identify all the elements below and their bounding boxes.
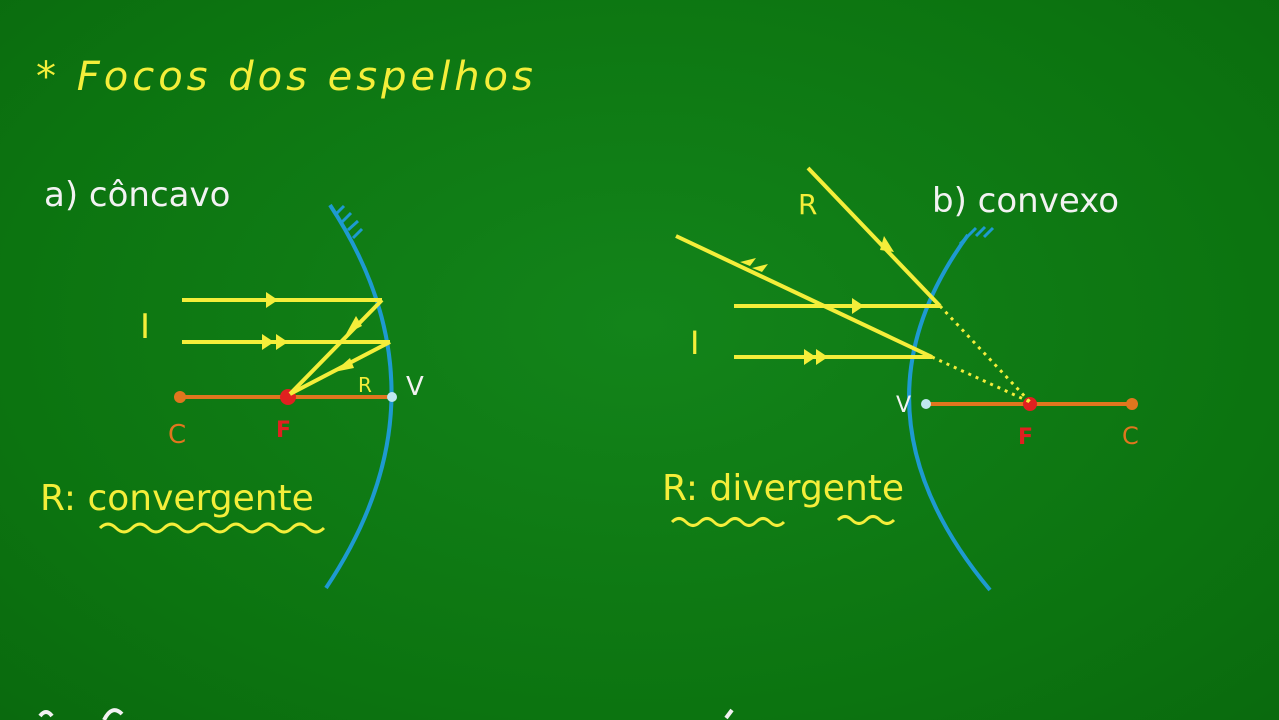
arrow-marker [752, 264, 768, 272]
convex-extension-1 [938, 304, 1032, 404]
convex-answer-underline-2 [836, 515, 896, 525]
arrow-marker [346, 316, 362, 334]
convex-center-label: C [1122, 422, 1139, 450]
concave-heading: a) côncavo [44, 175, 230, 215]
convex-incident-label: I [690, 324, 699, 362]
arrow-marker [816, 349, 828, 365]
convex-answer: R: divergente [662, 468, 904, 509]
convex-answer-underline-1 [670, 517, 786, 527]
arrow-marker [276, 334, 288, 350]
arrow-marker [804, 349, 816, 365]
convex-mirror-arc [907, 233, 992, 592]
convex-vertex-point [921, 399, 931, 409]
concave-reflected-ray-1 [288, 298, 384, 396]
concave-center-point [174, 391, 186, 403]
convex-focus-point [1023, 397, 1037, 411]
convex-focus-label: F [1018, 425, 1033, 450]
concave-incident-label: I [140, 307, 150, 347]
convex-reflected-label: R [798, 188, 817, 221]
arrow-marker [334, 358, 354, 372]
concave-answer: R: convergente [40, 478, 314, 519]
convex-vertex-label: V [896, 393, 911, 418]
arrow-marker [266, 292, 278, 308]
page-title: * Focos dos espelhos [36, 54, 537, 100]
convex-heading: b) convexo [932, 181, 1119, 221]
concave-focus-label: F [276, 418, 291, 443]
arrow-marker [852, 298, 864, 314]
concave-mirror-hatch [334, 204, 364, 240]
partial-chalk-mark [38, 708, 124, 720]
convex-reflected-ray-1 [806, 166, 942, 308]
concave-reflected-label: R [358, 373, 372, 397]
arrow-marker [880, 236, 894, 252]
partial-chalk-mark [724, 708, 734, 720]
arrow-marker [262, 334, 274, 350]
concave-vertex-point [387, 392, 397, 402]
concave-answer-underline [98, 522, 326, 534]
arrow-marker [740, 258, 756, 266]
convex-extension-2 [931, 355, 1031, 404]
convex-mirror-hatch [958, 225, 995, 246]
concave-center-label: C [168, 420, 186, 450]
convex-center-point [1126, 398, 1138, 410]
convex-reflected-ray-2 [675, 234, 933, 359]
concave-vertex-label: V [406, 372, 424, 402]
